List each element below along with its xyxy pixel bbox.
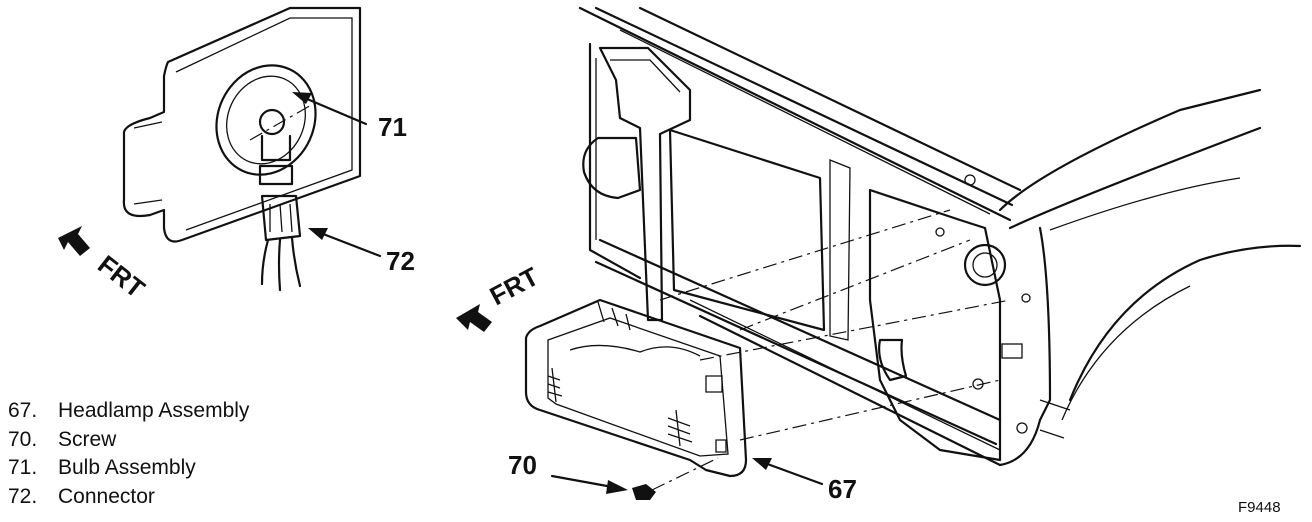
- callout-71: 71: [292, 92, 407, 142]
- legend-item: 71.Bulb Assembly: [8, 456, 196, 479]
- legend-item: 67.Headlamp Assembly: [8, 399, 250, 422]
- frt-arrow-right: FRT: [456, 261, 544, 332]
- frt-label-right: FRT: [485, 261, 544, 311]
- callout-72-label: 72: [386, 246, 415, 276]
- frt-arrow-left: FRT: [58, 226, 151, 304]
- vehicle-front-structure: [578, 6, 1302, 467]
- callout-72: 72: [308, 228, 415, 276]
- callout-67-label: 67: [828, 474, 857, 504]
- frt-label-left: FRT: [92, 249, 150, 304]
- figure-id: F9448: [1238, 499, 1281, 516]
- callout-70-label: 70: [508, 450, 537, 480]
- callout-70: 70: [508, 450, 628, 494]
- screw: [632, 457, 719, 500]
- legend-item: 70.Screw: [8, 427, 117, 451]
- lens-texture: [547, 367, 693, 447]
- callout-71-label: 71: [378, 112, 407, 142]
- legend-item: 72.Connector: [8, 484, 155, 508]
- parts-legend: 67.Headlamp Assembly 70.Screw 71.Bulb As…: [8, 397, 249, 511]
- inset-bulb-detail: [122, 6, 362, 292]
- callout-67: 67: [752, 458, 857, 504]
- headlamp-assembly: [524, 298, 748, 478]
